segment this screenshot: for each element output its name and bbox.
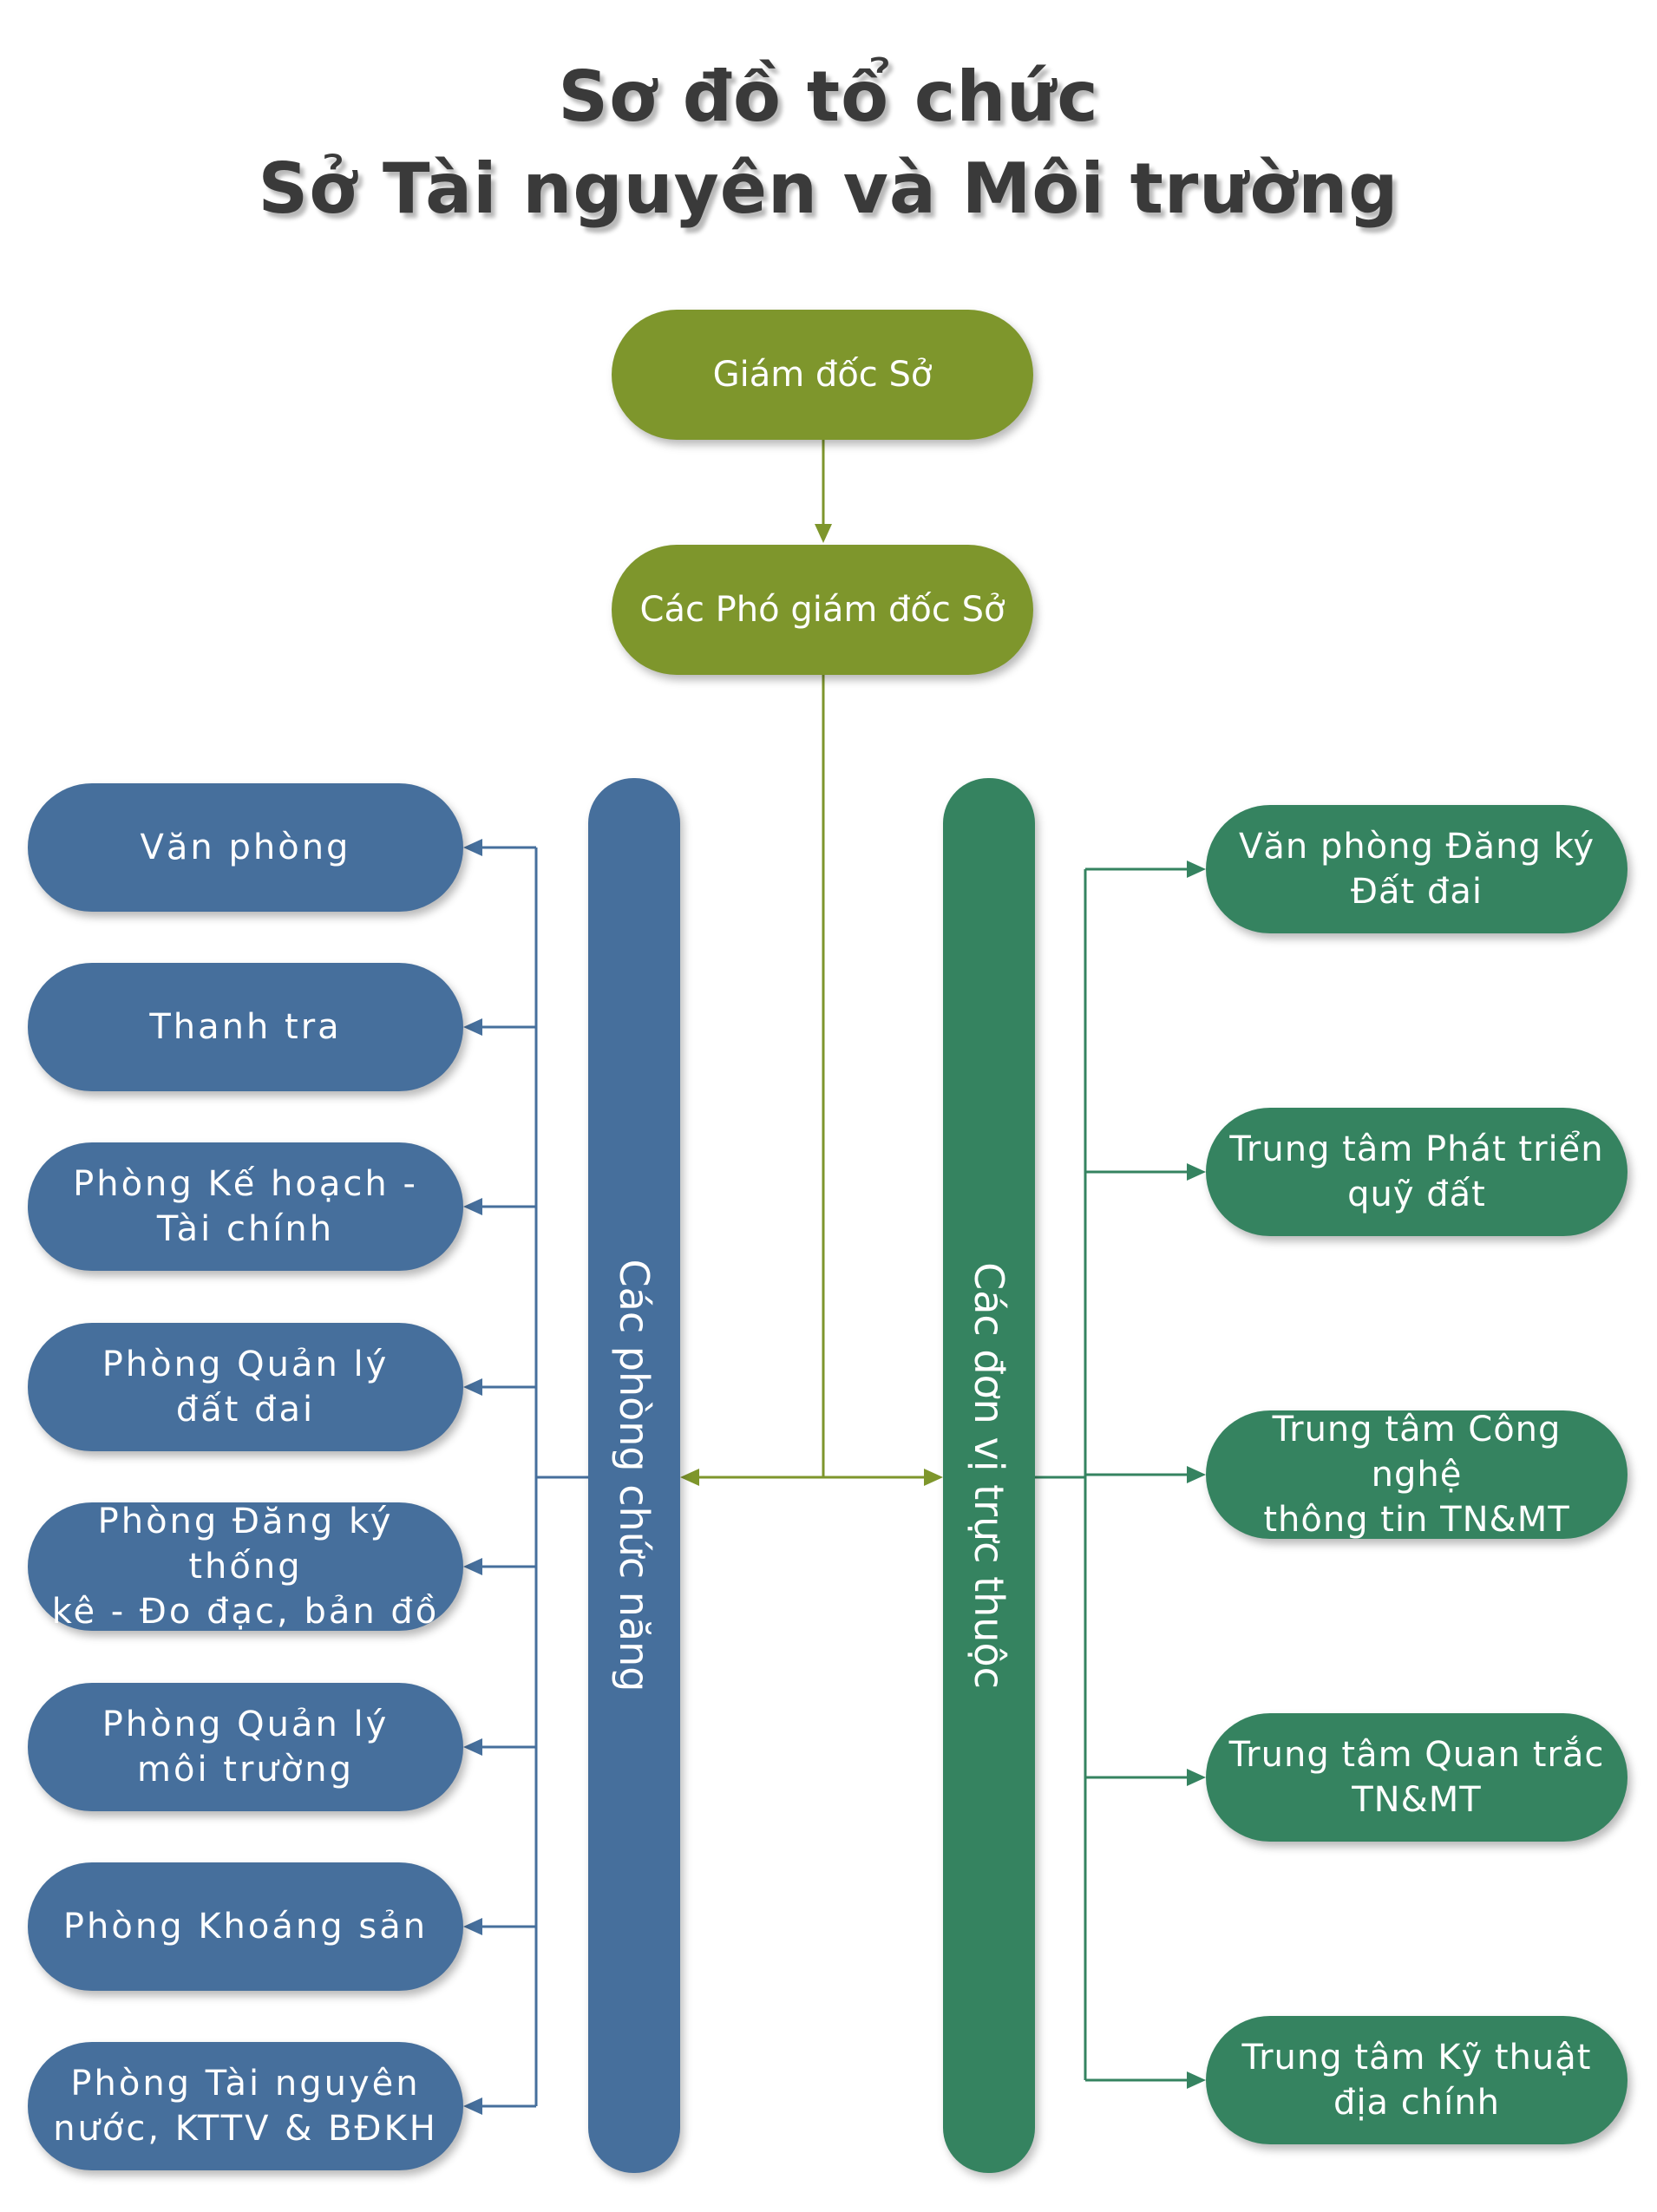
department-quan-ly-dat-dai-line1: Phòng Quản lý [102, 1345, 390, 1384]
department-thanh-tra-line1: Thanh tra [149, 1007, 342, 1047]
unit-van-phong-dang-ky-line1: Văn phòng Đăng ký [1239, 827, 1595, 867]
department-dang-ky-thong-ke: Phòng Đăng ký thống kê - Đo đạc, bản đồ [28, 1502, 463, 1632]
functional-departments-label: Các phòng chức năng [611, 1259, 658, 1692]
department-thanh-tra: Thanh tra [28, 963, 463, 1091]
functional-branch-arrowhead-1 [463, 839, 482, 856]
functional-branch-arrowhead-2 [463, 1018, 482, 1036]
department-quan-ly-moi-truong-line1: Phòng Quản lý [102, 1705, 390, 1744]
unit-quan-trac-line2: TN&MT [1352, 1780, 1482, 1820]
unit-ky-thuat-dia-chinh: Trung tâm Kỹ thuật địa chính [1206, 2016, 1628, 2144]
department-ke-hoach-tai-chinh-line2: Tài chính [156, 1209, 335, 1249]
department-van-phong-line1: Văn phòng [140, 828, 351, 867]
functional-branch-arrowhead-4 [463, 1378, 482, 1396]
affiliated-branch-arrowhead-1 [1187, 861, 1206, 878]
functional-branch-arrowhead-6 [463, 1738, 482, 1756]
unit-ky-thuat-dia-chinh-line1: Trung tâm Kỹ thuật [1241, 2038, 1592, 2078]
department-quan-ly-dat-dai-line2: đất đai [175, 1390, 316, 1430]
chart-title-line1: Sơ đồ tổ chức [558, 56, 1099, 137]
department-ke-hoach-tai-chinh-line1: Phòng Kế hoạch - [73, 1164, 418, 1204]
director-to-deputy-arrowhead [815, 524, 832, 543]
functional-branch-arrowhead-8 [463, 2097, 482, 2115]
functional-branch-arrowhead-3 [463, 1198, 482, 1215]
unit-cong-nghe-thong-tin: Trung tâm Công nghệ thông tin TN&MT [1206, 1410, 1628, 1540]
unit-phat-trien-quy-dat-line1: Trung tâm Phát triển [1229, 1129, 1604, 1169]
director-node: Giám đốc Sở [612, 310, 1033, 440]
unit-van-phong-dang-ky-line2: Đất đai [1351, 872, 1483, 912]
affiliated-branch-arrowhead-4 [1187, 1769, 1206, 1786]
chart-title-line2: Sở Tài nguyên và Môi trường [258, 148, 1399, 229]
department-quan-ly-dat-dai: Phòng Quản lý đất đai [28, 1323, 463, 1451]
affiliated-branch-arrowhead-2 [1187, 1163, 1206, 1181]
to-functional-bar-arrowhead [680, 1469, 699, 1486]
department-dang-ky-thong-ke-line2: kê - Đo đạc, bản đồ [51, 1592, 440, 1632]
department-khoang-san-line1: Phòng Khoáng sản [62, 1907, 429, 1947]
functional-branch-arrowhead-5 [463, 1558, 482, 1575]
department-tai-nguyen-nuoc-line2: nước, KTTV & BĐKH [53, 2109, 438, 2149]
deputy-director-label: Các Phó giám đốc Sở [639, 590, 1005, 630]
department-ke-hoach-tai-chinh: Phòng Kế hoạch - Tài chính [28, 1142, 463, 1271]
department-dang-ky-thong-ke-line1: Phòng Đăng ký thống [97, 1502, 394, 1587]
functional-branch-arrowhead-7 [463, 1918, 482, 1935]
unit-ky-thuat-dia-chinh-line2: địa chính [1333, 2083, 1500, 2123]
affiliated-branch-arrowhead-3 [1187, 1466, 1206, 1483]
department-quan-ly-moi-truong: Phòng Quản lý môi trường [28, 1683, 463, 1811]
director-label: Giám đốc Sở [712, 355, 933, 395]
department-khoang-san: Phòng Khoáng sản [28, 1862, 463, 1991]
department-quan-ly-moi-truong-line2: môi trường [137, 1750, 354, 1790]
department-tai-nguyen-nuoc: Phòng Tài nguyên nước, KTTV & BĐKH [28, 2042, 463, 2170]
affiliated-units-bar: Các đơn vị trực thuộc [943, 778, 1035, 2173]
unit-van-phong-dang-ky-dat-dai: Văn phòng Đăng ký Đất đai [1206, 805, 1628, 933]
affiliated-units-label: Các đơn vị trực thuộc [966, 1262, 1012, 1689]
deputy-director-node: Các Phó giám đốc Sở [612, 545, 1033, 675]
unit-cong-nghe-thong-tin-line1: Trung tâm Công nghệ [1272, 1410, 1562, 1495]
unit-phat-trien-quy-dat-line2: quỹ đất [1347, 1175, 1486, 1214]
unit-cong-nghe-thong-tin-line2: thông tin TN&MT [1263, 1500, 1570, 1540]
functional-departments-bar: Các phòng chức năng [588, 778, 680, 2173]
to-affiliated-bar-arrowhead [924, 1469, 943, 1486]
affiliated-branch-arrowhead-5 [1187, 2071, 1206, 2089]
department-van-phong: Văn phòng [28, 783, 463, 912]
unit-quan-trac-line1: Trung tâm Quan trắc [1228, 1735, 1605, 1775]
unit-phat-trien-quy-dat: Trung tâm Phát triển quỹ đất [1206, 1108, 1628, 1236]
department-tai-nguyen-nuoc-line1: Phòng Tài nguyên [70, 2064, 421, 2104]
